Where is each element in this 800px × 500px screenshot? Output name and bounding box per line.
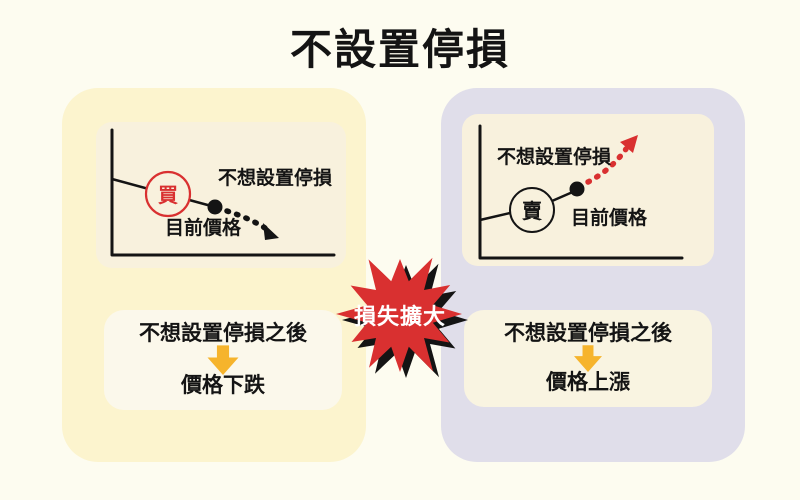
buy-marker-circle-icon (144, 170, 192, 218)
current-price-dot (569, 181, 585, 197)
no-stoploss-annotation: 不想設置停損 (497, 145, 612, 168)
current-price-dot (207, 199, 223, 215)
sell-marker-circle-icon (509, 187, 555, 233)
loss-expands-label: 損失擴大 (353, 304, 446, 329)
current-price-label: 目前價格 (165, 216, 242, 239)
note-result-text: 價格上漲 (546, 371, 630, 394)
page-title: 不設置停損 (289, 26, 510, 73)
buy-consequence-note: 不想設置停損之後 價格下跌 (104, 310, 342, 410)
downtrend-arrowhead-icon (263, 223, 279, 240)
note-cause-text: 不想設置停損之後 (139, 322, 307, 345)
no-stoploss-annotation: 不想設置停損 (218, 166, 333, 189)
note-cause-text: 不想設置停損之後 (504, 322, 672, 345)
sell-entry-label: 賣 (522, 200, 543, 223)
uptrend-arrowhead-icon (620, 135, 638, 153)
uptrend-chart-graphic: 賣 不想設置停損 目前價格 (478, 124, 684, 260)
buy-entry-label: 買 (158, 184, 178, 207)
buy-scenario-panel: 買 不想設置停損 目前價格 不想設置停損之後 價格下跌 (62, 88, 366, 462)
sell-scenario-panel: 賣 不想設置停損 目前價格 不想設置停損之後 價格上漲 (441, 88, 745, 462)
downtrend-chart-graphic: 買 不想設置停損 目前價格 (110, 128, 336, 257)
axes-icon (478, 124, 684, 260)
note-result-text: 價格下跌 (181, 374, 265, 397)
current-price-label: 目前價格 (571, 206, 648, 229)
starburst-icon (336, 257, 468, 378)
sell-trend-chart: 賣 不想設置停損 目前價格 (462, 114, 714, 266)
sell-consequence-note: 不想設置停損之後 價格上漲 (464, 310, 712, 407)
buy-trend-chart: 買 不想設置停損 目前價格 (96, 122, 346, 268)
price-line (478, 211, 512, 222)
axes-icon (110, 128, 336, 257)
down-arrow-icon (574, 345, 602, 372)
loss-expands-burst: 損失擴大 (330, 252, 476, 384)
down-arrow-icon (207, 345, 239, 375)
